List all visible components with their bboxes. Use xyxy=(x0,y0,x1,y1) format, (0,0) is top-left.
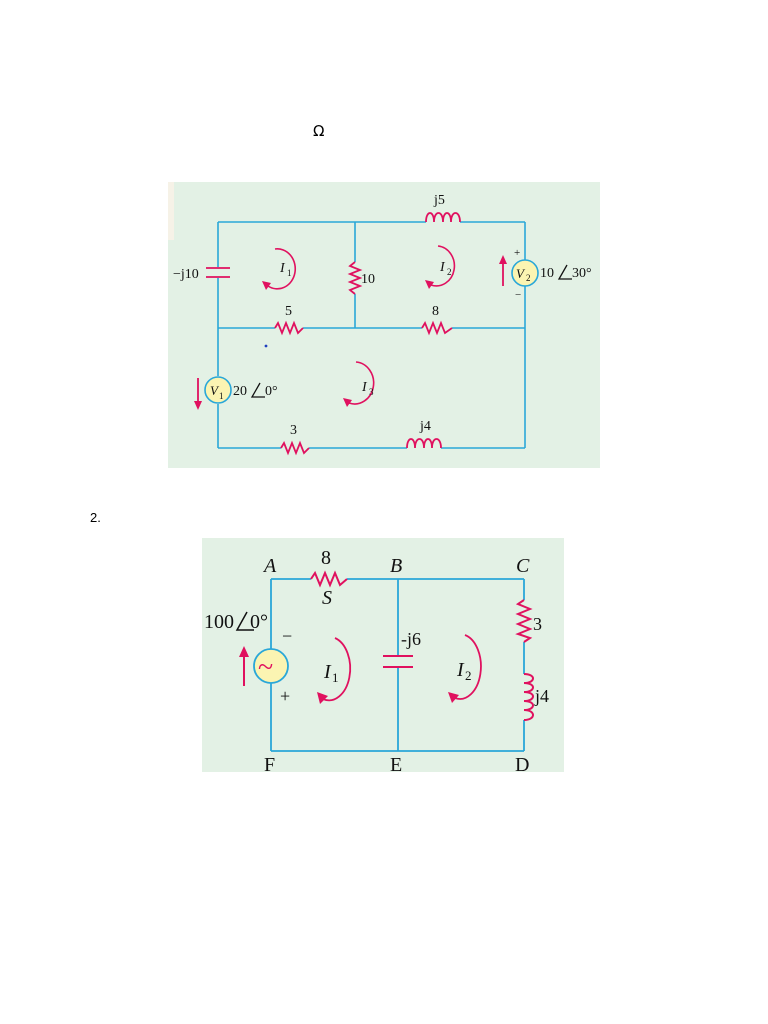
v1-magnitude: 20 xyxy=(233,384,247,399)
label-r8: 8 xyxy=(321,547,331,569)
loop-arrow-i3 xyxy=(348,361,375,405)
ac-source xyxy=(253,648,289,684)
circuit-diagram-2: A B C D E F 8 S ~ 100 0° − + -j6 3 j4 I … xyxy=(202,538,564,772)
loop-label-i2: I xyxy=(456,659,465,681)
resistor-8 xyxy=(310,570,348,588)
figure1-background xyxy=(168,182,600,468)
angle-symbol-v1 xyxy=(250,382,265,398)
label-r10: 10 xyxy=(361,272,375,287)
stray-dot xyxy=(264,344,268,348)
loop-arrow-i2 xyxy=(430,245,456,287)
v2-plus: + xyxy=(514,247,520,259)
loop-label-i2: I xyxy=(439,260,446,275)
label-ind-j5: j5 xyxy=(433,193,445,208)
v2-magnitude: 10 xyxy=(540,266,554,281)
voltage-source-v2 xyxy=(511,259,539,287)
loop-label-i3: I xyxy=(361,380,368,395)
inductor-j4 xyxy=(523,673,534,721)
resistor-3 xyxy=(515,599,533,643)
resistor-8 xyxy=(421,320,453,336)
v2-angle: 30° xyxy=(572,266,592,281)
resistor-10 xyxy=(347,261,363,295)
label-r5: 5 xyxy=(285,304,292,319)
source-plus: + xyxy=(280,686,290,706)
resistor-5 xyxy=(274,320,304,336)
label-r3: 3 xyxy=(533,614,542,634)
loop-label-i1: I xyxy=(279,261,286,276)
node-label-c: C xyxy=(516,555,530,577)
arrow-down-icon xyxy=(194,378,202,410)
loop-sub-i2: 2 xyxy=(465,668,472,683)
figure1-wires xyxy=(217,221,526,449)
voltage-source-v1 xyxy=(204,376,232,404)
node-label-f: F xyxy=(264,754,275,772)
question-number: 2. xyxy=(90,510,101,525)
v2-name: V xyxy=(516,266,526,281)
node-label-a: A xyxy=(262,555,277,577)
arrow-up-icon xyxy=(239,646,249,686)
source-magnitude: 100 xyxy=(204,611,234,633)
label-r8: 8 xyxy=(432,304,439,319)
loop-sub-i1: 1 xyxy=(287,268,292,278)
source-angle: 0° xyxy=(250,611,268,633)
loop-label-i1: I xyxy=(323,661,332,683)
node-label-b: B xyxy=(390,555,402,577)
label-cap-j6: -j6 xyxy=(401,629,421,649)
resistor-3 xyxy=(280,440,310,456)
loop-sub-i2: 2 xyxy=(447,267,452,277)
node-label-d: D xyxy=(515,754,529,772)
arrow-up-icon xyxy=(499,255,507,286)
inductor-j5 xyxy=(425,212,461,223)
source-minus: − xyxy=(282,626,292,646)
loop-sub-i1: 1 xyxy=(332,670,339,685)
node-label-e: E xyxy=(390,754,402,772)
angle-symbol-v2 xyxy=(557,264,572,280)
loop-sub-i3: 3 xyxy=(369,387,374,397)
omega-symbol: Ω xyxy=(313,122,325,140)
label-r3: 3 xyxy=(290,423,297,438)
v1-subscript: 1 xyxy=(219,391,224,401)
figure2-wires xyxy=(270,578,525,752)
circuit-diagram-1: −j10 j5 10 5 8 3 j4 V 2 10 30° + − V 1 2… xyxy=(168,182,600,468)
label-s: S xyxy=(322,587,332,609)
v2-minus: − xyxy=(515,289,521,301)
loop-arrow-i2 xyxy=(454,634,482,700)
capacitor-minus-j10 xyxy=(206,267,230,278)
v1-name: V xyxy=(210,383,220,398)
angle-symbol-source xyxy=(235,611,254,631)
loop-arrow-i1 xyxy=(322,637,352,702)
label-cap-j10: −j10 xyxy=(173,267,199,282)
loop-arrow-i1 xyxy=(267,248,297,290)
capacitor-minus-j6 xyxy=(383,655,413,668)
label-ind-j4: j4 xyxy=(419,419,431,434)
v1-angle: 0° xyxy=(265,384,278,399)
v2-subscript: 2 xyxy=(526,273,531,283)
inductor-j4 xyxy=(406,438,442,449)
label-ind-j4: j4 xyxy=(534,686,549,706)
ac-source-wave-icon: ~ xyxy=(258,652,273,683)
